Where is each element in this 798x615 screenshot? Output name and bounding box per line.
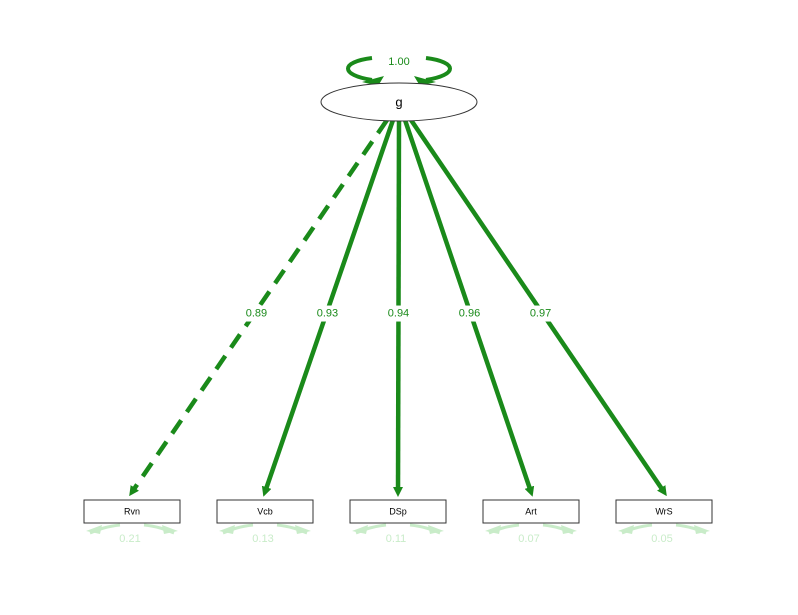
residual-dsp: 0.11: [352, 523, 444, 545]
loading-label-rvn: 0.89: [246, 308, 267, 320]
indicator-label-rvn: Rvn: [124, 507, 140, 517]
loading-path-rvn: [129, 118, 389, 497]
indicator-node-dsp: DSp: [349, 499, 447, 524]
latent-node: g: [320, 82, 478, 122]
indicator-node-art: Art: [482, 499, 580, 524]
residual-label-dsp: 0.11: [386, 533, 407, 545]
loading-label-art: 0.96: [459, 308, 480, 320]
loading-label-wrs: 0.97: [530, 308, 551, 320]
residual-label-rvn: 0.21: [119, 533, 140, 545]
indicator-node-rvn: Rvn: [83, 499, 181, 524]
residual-art: 0.07: [485, 523, 577, 545]
latent-variance-loop: 1.00: [346, 54, 452, 86]
residual-label-vcb: 0.13: [252, 533, 273, 545]
latent-variance-label: 1.00: [388, 56, 409, 68]
indicator-label-dsp: DSp: [389, 507, 407, 517]
residual-label-art: 0.07: [518, 533, 539, 545]
indicator-label-vcb: Vcb: [257, 507, 273, 517]
residual-label-wrs: 0.05: [651, 533, 672, 545]
residual-vcb: 0.13: [219, 523, 311, 545]
indicator-node-vcb: Vcb: [216, 499, 314, 524]
loading-label-dsp: 0.94: [388, 308, 409, 320]
indicator-label-wrs: WrS: [655, 507, 672, 517]
loading-label-vcb: 0.93: [317, 308, 338, 320]
indicator-node-wrs: WrS: [615, 499, 713, 524]
indicator-label-art: Art: [525, 507, 537, 517]
latent-label: g: [395, 95, 402, 110]
residual-wrs: 0.05: [618, 523, 710, 545]
residual-rvn: 0.21: [86, 523, 178, 545]
